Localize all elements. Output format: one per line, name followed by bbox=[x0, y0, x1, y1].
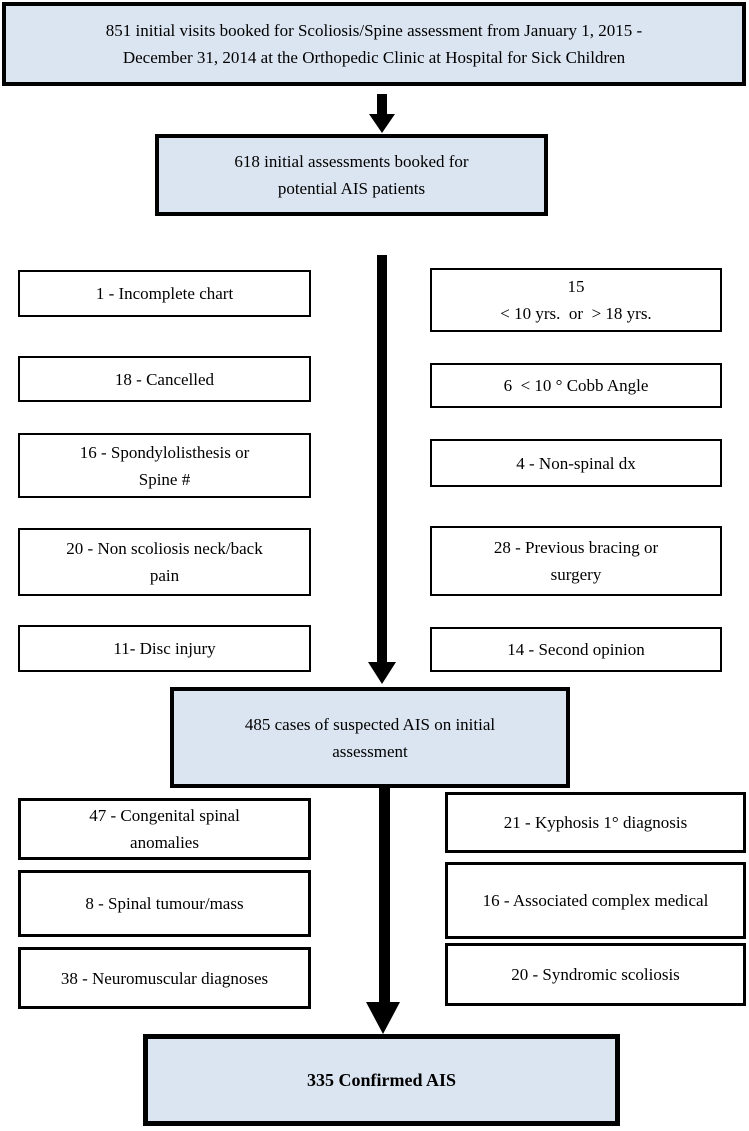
exclusion-box-disc-injury-label: 11- Disc injury bbox=[113, 639, 216, 658]
flow-box-suspected-ais: 485 cases of suspected AIS on initial as… bbox=[170, 687, 570, 788]
flow-box-initial-visits-label: 851 initial visits booked for Scoliosis/… bbox=[105, 21, 643, 67]
exclusion-box-neck-back-pain-label: 20 - Non scoliosis neck/back pain bbox=[66, 539, 263, 585]
down-arrow-2-head bbox=[368, 662, 396, 684]
exclusion-box-spinal-tumour: 8 - Spinal tumour/mass bbox=[18, 870, 311, 937]
exclusion-box-complex-medical-label: 16 - Associated complex medical bbox=[482, 891, 709, 910]
down-arrow-1-shaft bbox=[377, 94, 387, 116]
exclusion-box-congenital-anomalies-label: 47 - Congenital spinal anomalies bbox=[89, 806, 240, 852]
exclusion-box-second-opinion: 14 - Second opinion bbox=[430, 627, 722, 672]
exclusion-box-spinal-tumour-label: 8 - Spinal tumour/mass bbox=[85, 894, 244, 913]
exclusion-box-incomplete-chart-label: 1 - Incomplete chart bbox=[95, 284, 234, 303]
down-arrow-1-head bbox=[369, 114, 395, 133]
exclusion-box-age-criteria-label: 15 < 10 yrs. or > 18 yrs. bbox=[500, 277, 652, 323]
exclusion-box-disc-injury: 11- Disc injury bbox=[18, 625, 311, 672]
exclusion-box-cobb-angle: 6 < 10 ° Cobb Angle bbox=[430, 363, 722, 408]
exclusion-box-neuromuscular: 38 - Neuromuscular diagnoses bbox=[18, 947, 311, 1009]
exclusion-box-syndromic-scoliosis: 20 - Syndromic scoliosis bbox=[445, 943, 746, 1006]
exclusion-box-previous-bracing: 28 - Previous bracing or surgery bbox=[430, 526, 722, 596]
exclusion-box-kyphosis-label: 21 - Kyphosis 1° diagnosis bbox=[503, 813, 688, 832]
flow-box-initial-assessments: 618 initial assessments booked for poten… bbox=[155, 134, 548, 216]
exclusion-box-cancelled-label: 18 - Cancelled bbox=[114, 369, 215, 389]
exclusion-box-complex-medical: 16 - Associated complex medical bbox=[445, 862, 746, 939]
exclusion-box-cobb-angle-label: 6 < 10 ° Cobb Angle bbox=[503, 376, 649, 395]
exclusion-box-previous-bracing-label: 28 - Previous bracing or surgery bbox=[493, 538, 659, 584]
exclusion-box-syndromic-scoliosis-label: 20 - Syndromic scoliosis bbox=[511, 965, 680, 984]
exclusion-box-spondylolisthesis-label: 16 - Spondylolisthesis or Spine # bbox=[79, 442, 250, 489]
exclusion-box-congenital-anomalies: 47 - Congenital spinal anomalies bbox=[18, 798, 311, 860]
flow-box-initial-assessments-label: 618 initial assessments booked for poten… bbox=[234, 152, 469, 198]
down-arrow-2-shaft bbox=[377, 255, 387, 662]
down-arrow-3-shaft bbox=[379, 788, 390, 1002]
exclusion-box-kyphosis: 21 - Kyphosis 1° diagnosis bbox=[445, 792, 746, 853]
exclusion-box-second-opinion-label: 14 - Second opinion bbox=[507, 640, 645, 659]
flow-box-initial-visits: 851 initial visits booked for Scoliosis/… bbox=[2, 2, 746, 86]
exclusion-box-spondylolisthesis: 16 - Spondylolisthesis or Spine # bbox=[18, 433, 311, 498]
exclusion-box-neck-back-pain: 20 - Non scoliosis neck/back pain bbox=[18, 528, 311, 596]
exclusion-box-cancelled: 18 - Cancelled bbox=[18, 356, 311, 402]
exclusion-box-neuromuscular-label: 38 - Neuromuscular diagnoses bbox=[60, 968, 269, 988]
down-arrow-3-head bbox=[366, 1002, 400, 1034]
exclusion-box-incomplete-chart: 1 - Incomplete chart bbox=[18, 270, 311, 317]
flow-box-confirmed-ais: 335 Confirmed AIS bbox=[143, 1034, 620, 1126]
exclusion-box-age-criteria: 15 < 10 yrs. or > 18 yrs. bbox=[430, 268, 722, 332]
flow-box-suspected-ais-label: 485 cases of suspected AIS on initial as… bbox=[244, 714, 496, 761]
flow-box-confirmed-ais-label: 335 Confirmed AIS bbox=[306, 1069, 456, 1090]
exclusion-box-non-spinal-dx: 4 - Non-spinal dx bbox=[430, 439, 722, 487]
exclusion-box-non-spinal-dx-label: 4 - Non-spinal dx bbox=[516, 453, 636, 473]
